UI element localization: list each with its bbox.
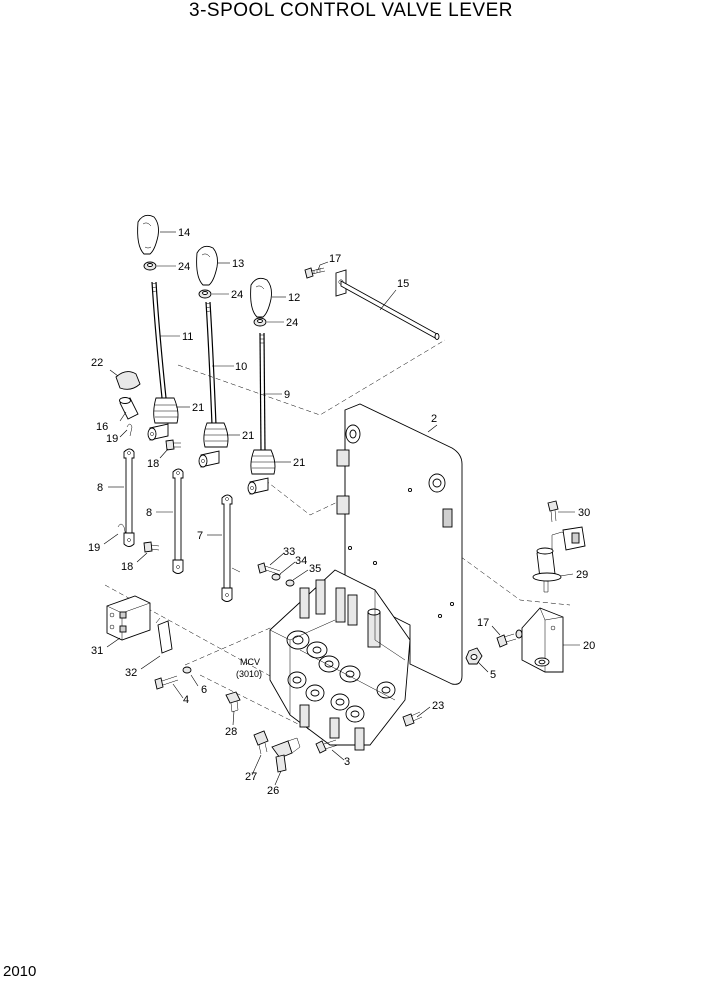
link-rod-8-a bbox=[123, 448, 135, 547]
mcv-code-label: (3010) bbox=[236, 669, 262, 679]
callout-35: 35 bbox=[309, 563, 321, 575]
callout-21: 21 bbox=[293, 457, 305, 469]
bushing-16 bbox=[119, 397, 139, 420]
fitting-28 bbox=[225, 691, 241, 713]
leader-lines bbox=[103, 231, 580, 786]
callout-30: 30 bbox=[578, 507, 590, 519]
diagram-title: 3-SPOOL CONTROL VALVE LEVER bbox=[189, 0, 513, 21]
pivot-joint-c bbox=[247, 477, 269, 495]
callout-29: 29 bbox=[576, 569, 588, 581]
washer-34 bbox=[271, 573, 281, 581]
pivot-joint-b bbox=[198, 450, 220, 468]
callout-13: 13 bbox=[232, 258, 244, 270]
callout-18: 18 bbox=[147, 458, 159, 470]
bolt-18-b bbox=[143, 541, 160, 553]
callout-17: 17 bbox=[477, 617, 489, 629]
callout-8: 8 bbox=[97, 482, 103, 494]
callout-7: 7 bbox=[197, 530, 203, 542]
lever-9 bbox=[259, 332, 266, 453]
fitting-27 bbox=[253, 730, 269, 755]
callout-19: 19 bbox=[88, 542, 100, 554]
link-rod-8-b bbox=[172, 468, 184, 574]
callout-22: 22 bbox=[91, 357, 103, 369]
callout-32: 32 bbox=[125, 667, 137, 679]
callout-16: 16 bbox=[96, 421, 108, 433]
boot-21-b bbox=[203, 422, 229, 448]
fitting-26 bbox=[271, 737, 301, 773]
knob-14 bbox=[137, 214, 159, 255]
callout-15: 15 bbox=[397, 278, 409, 290]
sensor-29 bbox=[532, 526, 586, 593]
mounting-plate bbox=[336, 403, 463, 685]
callout-12: 12 bbox=[288, 292, 300, 304]
bolt-17-top bbox=[304, 267, 326, 279]
knob-13 bbox=[196, 245, 218, 286]
callout-18: 18 bbox=[121, 561, 133, 573]
rod-15 bbox=[335, 269, 440, 340]
pin-19-a bbox=[126, 423, 133, 437]
callout-17: 17 bbox=[329, 253, 341, 265]
lever-11 bbox=[151, 281, 167, 399]
bolt-18-a bbox=[165, 439, 181, 451]
callout-10: 10 bbox=[235, 361, 247, 373]
fitting-23 bbox=[402, 711, 423, 727]
callout-24: 24 bbox=[231, 289, 243, 301]
callout-4: 4 bbox=[183, 694, 189, 706]
cap-22 bbox=[115, 371, 141, 390]
callout-24: 24 bbox=[286, 317, 298, 329]
callout-23: 23 bbox=[432, 700, 444, 712]
callout-9: 9 bbox=[284, 389, 290, 401]
page-number: 2010 bbox=[3, 963, 37, 980]
knob-12 bbox=[250, 277, 272, 318]
pivot-joint-a bbox=[147, 423, 169, 441]
callout-11: 11 bbox=[182, 331, 193, 343]
callout-28: 28 bbox=[225, 726, 237, 738]
callout-20: 20 bbox=[583, 640, 595, 652]
callout-8: 8 bbox=[146, 507, 152, 519]
bracket-32 bbox=[155, 617, 173, 654]
switch-31 bbox=[106, 595, 151, 641]
nut-35 bbox=[285, 579, 295, 587]
bolt-17-lower bbox=[496, 629, 523, 648]
bracket-20 bbox=[521, 607, 564, 673]
callout-34: 34 bbox=[295, 555, 307, 567]
callout-31: 31 bbox=[91, 645, 103, 657]
washer-6 bbox=[182, 666, 192, 674]
bolt-33 bbox=[257, 562, 282, 576]
lever-10 bbox=[205, 301, 217, 426]
callout-14: 14 bbox=[178, 227, 190, 239]
callout-33: 33 bbox=[283, 546, 295, 558]
bolt-30 bbox=[547, 500, 559, 523]
boot-21-c bbox=[250, 449, 276, 475]
callout-3: 3 bbox=[344, 756, 350, 768]
control-valve bbox=[269, 569, 411, 751]
callout-24: 24 bbox=[178, 261, 190, 273]
callout-6: 6 bbox=[201, 684, 207, 696]
callout-27: 27 bbox=[245, 771, 257, 783]
callout-2: 2 bbox=[431, 413, 437, 425]
fitting-3 bbox=[315, 739, 339, 754]
callout-5: 5 bbox=[490, 669, 496, 681]
boot-21-a bbox=[153, 397, 179, 424]
link-rod-7 bbox=[221, 494, 241, 602]
callout-19: 19 bbox=[106, 433, 118, 445]
nut-5 bbox=[465, 647, 483, 665]
callout-21: 21 bbox=[192, 402, 204, 414]
callout-labels: 14 24 13 24 12 24 17 15 11 10 9 22 21 21… bbox=[88, 227, 595, 797]
mcv-label: MCV bbox=[240, 657, 260, 667]
bolt-4 bbox=[154, 675, 179, 690]
pin-19-b bbox=[117, 523, 127, 537]
callout-21: 21 bbox=[242, 430, 254, 442]
callout-26: 26 bbox=[267, 785, 279, 797]
